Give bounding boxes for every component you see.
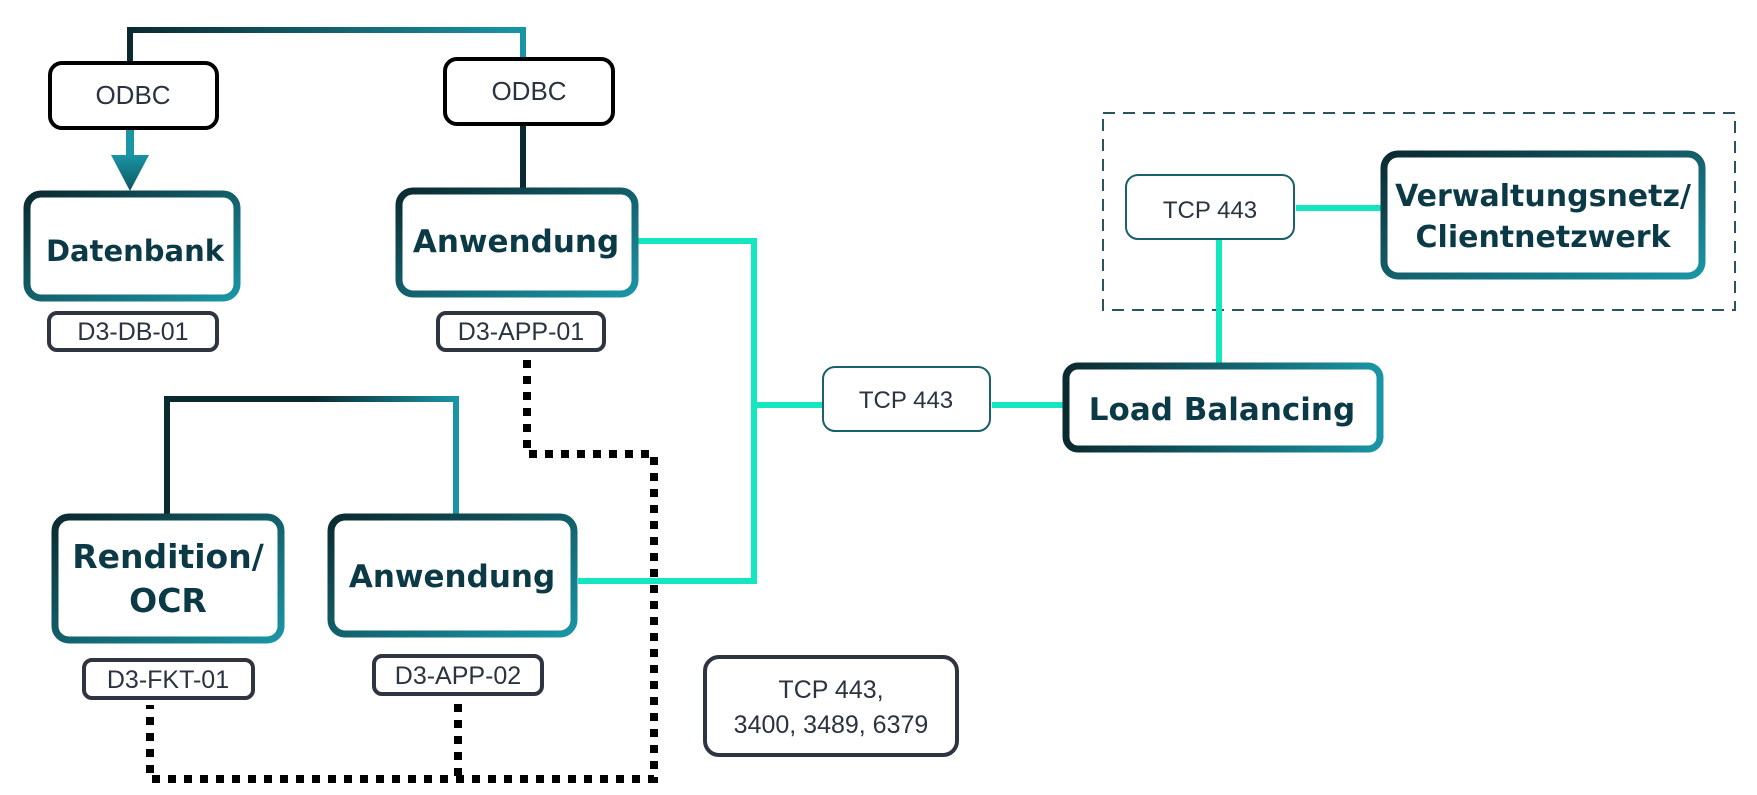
rendition-ocr-node: Rendition/ OCR <box>51 513 285 644</box>
host-db-text: D3-DB-01 <box>77 318 188 346</box>
branch-line-right <box>313 396 459 515</box>
rendition-label-line1: Rendition/ <box>72 537 264 576</box>
ports-legend-line2: 3400, 3489, 6379 <box>734 711 929 739</box>
anwendung-node-1: Anwendung <box>395 187 639 298</box>
app1-to-switch-line <box>578 238 757 584</box>
host-fkt-text: D3-FKT-01 <box>107 666 229 694</box>
datenbank-node: Datenbank <box>23 190 241 302</box>
cluster-dotted-line <box>146 360 658 783</box>
odbc-left-label: ODBC <box>95 80 170 110</box>
tcp-middle-label: TCP 443 <box>859 387 953 414</box>
odbc-box-left: ODBC <box>48 61 219 130</box>
anwendung-node-2: Anwendung <box>327 513 578 638</box>
host-app1-text: D3-APP-01 <box>458 318 584 346</box>
host-label-fkt: D3-FKT-01 <box>82 658 255 700</box>
odbc-box-right: ODBC <box>443 57 615 126</box>
host-label-db: D3-DB-01 <box>47 311 219 352</box>
top-bus-line <box>127 27 526 68</box>
tcp-top-right-label: TCP 443 <box>1163 197 1257 224</box>
load-balancing-label: Load Balancing <box>1089 392 1355 428</box>
host-label-app1: D3-APP-01 <box>436 311 606 352</box>
tcp-box-middle: TCP 443 <box>822 366 991 432</box>
anwendung-1-label: Anwendung <box>413 224 619 260</box>
load-balancing-node: Load Balancing <box>1062 362 1384 453</box>
ports-legend-box: TCP 443, 3400, 3489, 6379 <box>703 655 959 757</box>
host-app2-text: D3-APP-02 <box>395 662 521 690</box>
datenbank-label: Datenbank <box>46 234 225 268</box>
odbc-right-label: ODBC <box>491 76 566 106</box>
odbc-arrow-head <box>111 155 149 191</box>
anwendung-2-label: Anwendung <box>349 559 555 595</box>
rendition-label-line2: OCR <box>129 581 207 620</box>
tcp-box-top-right: TCP 443 <box>1125 174 1295 240</box>
host-label-app2: D3-APP-02 <box>372 654 544 696</box>
verwaltungsnetz-node: Verwaltungsnetz/ Clientnetzwerk <box>1380 150 1706 280</box>
client-zone-frame <box>1102 112 1736 311</box>
ports-legend-line1: TCP 443, <box>778 676 883 704</box>
verwaltungsnetz-label-line2: Clientnetzwerk <box>1416 220 1672 255</box>
verwaltungsnetz-label-line1: Verwaltungsnetz/ <box>1395 179 1691 214</box>
branch-line-left <box>164 396 313 515</box>
